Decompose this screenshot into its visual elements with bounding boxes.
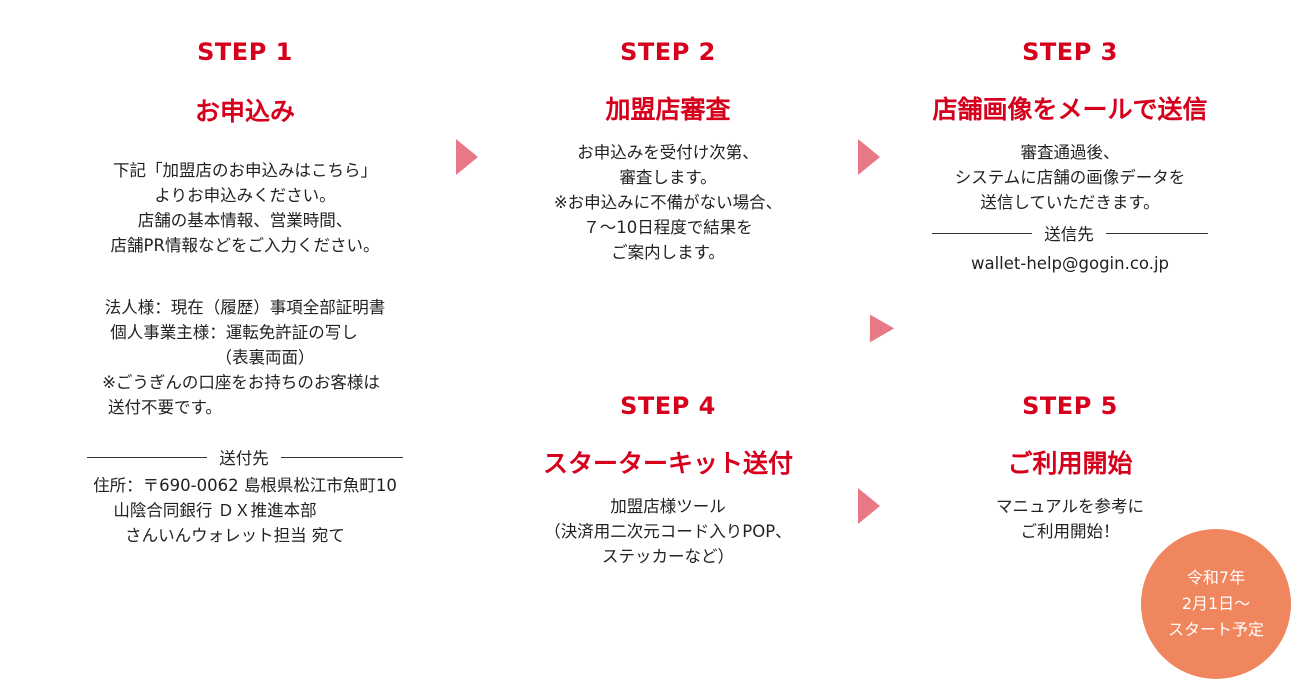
step4-label: STEP 4 — [620, 392, 716, 420]
step3-divider-label: 送信先 — [1044, 225, 1094, 244]
step3-label: STEP 3 — [1022, 38, 1118, 66]
step2-text: ７〜10日程度で結果を — [583, 218, 753, 237]
badge-line: 令和7年 — [1186, 568, 1246, 587]
step1-doc-line: 法人様：現在（履歴）事項全部証明書 — [104, 298, 386, 317]
step1-doc-line: （表裏両面） — [215, 348, 315, 367]
step4-column: STEP 4 スターターキット送付 加盟店様ツール （決済用二次元コード入りPO… — [518, 392, 818, 569]
badge-line: 2月1日〜 — [1181, 594, 1251, 613]
step4-text: ステッカーなど） — [602, 547, 734, 566]
step3-text: 送信していただきます。 — [980, 193, 1160, 212]
step1-doc-line: 個人事業主様：運転免許証の写し — [110, 323, 358, 342]
step1-title: お申込み — [194, 97, 295, 126]
step1-divider: 送付先 — [60, 445, 430, 469]
start-date-badge: 令和7年 2月1日〜 スタート予定 — [1141, 529, 1291, 679]
step2-text: 審査します。 — [619, 168, 717, 187]
step1-text: 店舗PR情報などをご入力ください。 — [110, 236, 380, 255]
step2-text: お申込みを受付け次第、 — [577, 143, 759, 162]
step5-text: ご利用開始！ — [1020, 522, 1120, 541]
step2-column: STEP 2 加盟店審査 お申込みを受付け次第、 審査します。 ※お申込みに不備… — [518, 38, 818, 265]
step2-text: ※お申込みに不備がない場合、 — [553, 193, 783, 212]
step1-address: 住所：〒690-0062 島根県松江市魚町10 — [93, 476, 397, 495]
step3-divider: 送信先 — [900, 221, 1240, 245]
arrow-right-icon — [858, 488, 880, 524]
arrow-right-icon — [858, 139, 880, 175]
step5-title: ご利用開始 — [1007, 449, 1133, 478]
step2-title: 加盟店審査 — [605, 95, 731, 124]
step1-doc-line: ※ごうぎんの口座をお持ちのお客様は — [102, 373, 380, 392]
step1-text: 店舗の基本情報、営業時間、 — [137, 211, 353, 230]
step3-text: システムに店舗の画像データを — [954, 168, 1186, 187]
badge-line: スタート予定 — [1167, 620, 1264, 639]
step1-column: STEP 1 お申込み 下記「加盟店のお申込みはこちら」 よりお申込みください。… — [60, 38, 430, 548]
step4-title: スターターキット送付 — [542, 449, 793, 478]
step3-column: STEP 3 店舗画像をメールで送信 審査通過後、 システムに店舗の画像データを… — [900, 38, 1240, 276]
step5-label: STEP 5 — [1022, 392, 1118, 420]
arrow-right-icon — [456, 139, 478, 175]
step1-address: さんいんウォレット担当 宛て — [125, 526, 345, 545]
step3-text: 審査通過後、 — [1020, 143, 1120, 162]
step1-address: 山陰合同銀行 ＤＸ推進本部 — [113, 501, 317, 520]
step3-email-link[interactable]: wallet-help@gogin.co.jp — [970, 254, 1170, 273]
step1-doc-line: 送付不要です。 — [108, 398, 222, 417]
step2-label: STEP 2 — [620, 38, 716, 66]
arrow-down-left-icon — [857, 307, 895, 343]
step1-label: STEP 1 — [197, 38, 293, 66]
step4-text: （決済用二次元コード入りPOP、 — [544, 522, 792, 541]
step1-text: よりお申込みください。 — [154, 186, 336, 205]
step3-title: 店舗画像をメールで送信 — [932, 95, 1208, 124]
step1-text: 下記「加盟店のお申込みはこちら」 — [113, 161, 377, 180]
step5-column: STEP 5 ご利用開始 マニュアルを参考に ご利用開始！ — [920, 392, 1220, 544]
step2-text: ご案内します。 — [611, 243, 725, 262]
step5-text: マニュアルを参考に — [995, 497, 1144, 516]
step4-text: 加盟店様ツール — [610, 497, 726, 516]
step1-divider-label: 送付先 — [219, 449, 269, 468]
